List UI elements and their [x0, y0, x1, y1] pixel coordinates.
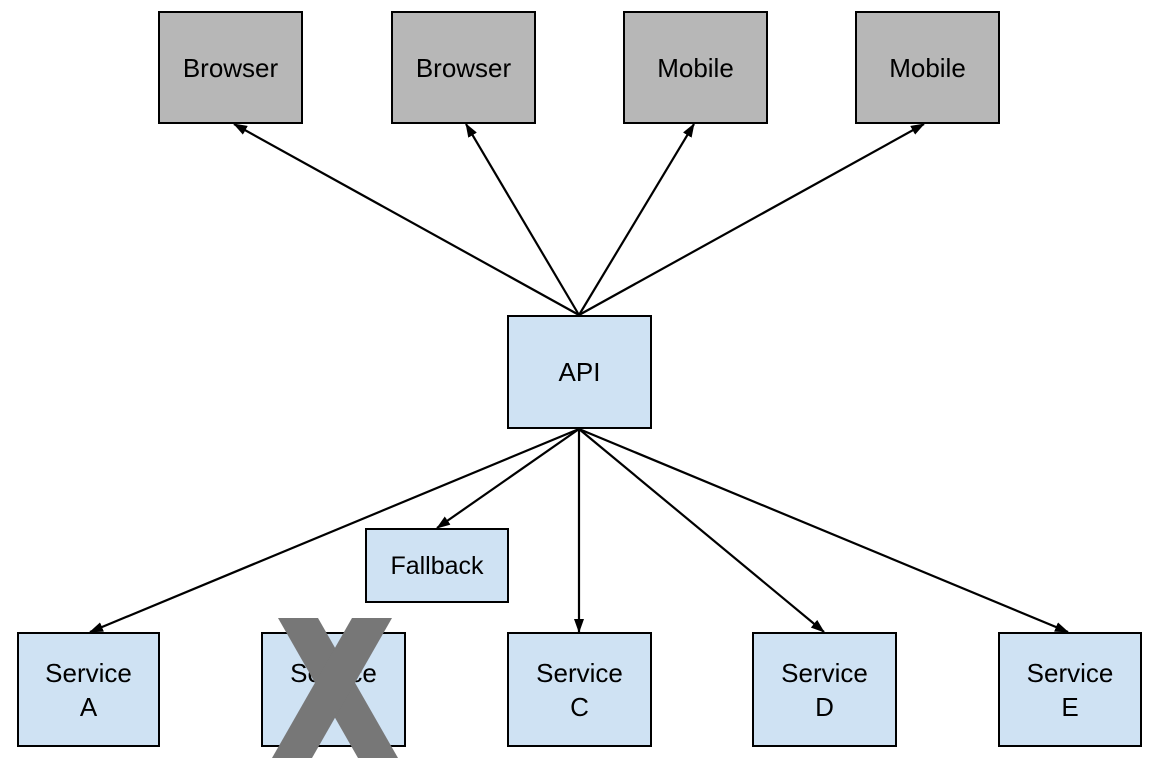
- service-name: Service: [536, 657, 623, 688]
- arrow-api-to-mobile-1: [578, 123, 695, 316]
- service-letter: E: [1061, 691, 1079, 722]
- fallback-label: Fallback: [390, 551, 484, 580]
- service-letter: C: [570, 691, 589, 722]
- service-label: Service A: [45, 656, 132, 724]
- arrow-api-to-service-e: [578, 427, 1069, 634]
- service-name: Service: [781, 657, 868, 688]
- service-label: Service D: [781, 656, 868, 724]
- service-label: Service B: [290, 656, 377, 724]
- client-label: Browser: [182, 52, 279, 83]
- client-mobile-2: Mobile: [855, 11, 1000, 124]
- service-letter: A: [79, 691, 98, 722]
- api-label: API: [558, 357, 601, 387]
- client-label: Browser: [415, 52, 512, 83]
- arrow-api-to-service-d: [578, 428, 825, 633]
- client-browser-2: Browser: [391, 11, 536, 124]
- client-label: Mobile: [889, 52, 966, 83]
- arrow-api-to-mobile-2: [578, 123, 925, 316]
- client-label: Mobile: [657, 52, 734, 83]
- arrow-api-to-fallback: [436, 428, 580, 529]
- service-a-node: Service A: [17, 632, 160, 747]
- arrow-api-to-browser-1: [233, 123, 580, 316]
- service-b-node: Service B: [261, 632, 406, 747]
- service-name: Service: [45, 657, 132, 688]
- service-label: Service E: [1027, 656, 1114, 724]
- client-browser-1: Browser: [158, 11, 303, 124]
- api-node: API: [507, 315, 652, 429]
- service-c-node: Service C: [507, 632, 652, 747]
- service-name: Service: [290, 657, 377, 688]
- service-e-node: Service E: [998, 632, 1142, 747]
- service-d-node: Service D: [752, 632, 897, 747]
- arrow-api-to-browser-2: [465, 123, 580, 316]
- service-letter: B: [324, 691, 343, 722]
- fallback-node: Fallback: [365, 528, 509, 603]
- client-mobile-1: Mobile: [623, 11, 768, 124]
- service-label: Service C: [536, 656, 623, 724]
- service-name: Service: [1026, 657, 1114, 688]
- service-letter: D: [815, 691, 834, 722]
